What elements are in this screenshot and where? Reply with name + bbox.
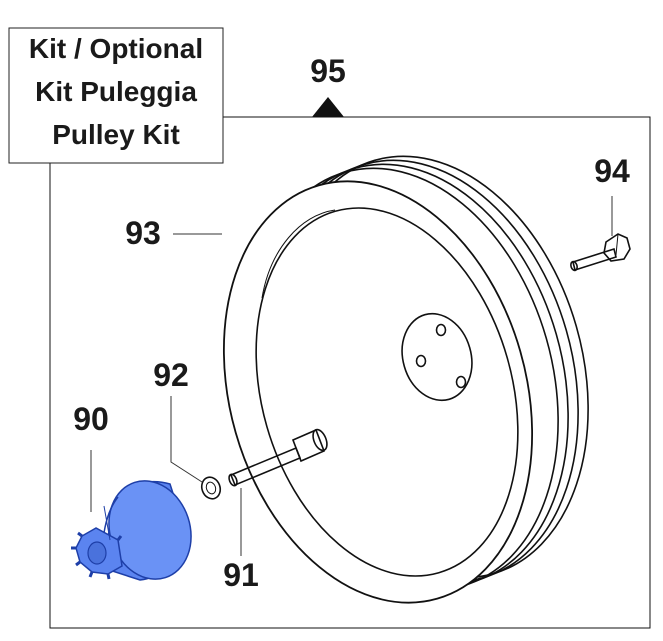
bolt-94 <box>570 233 631 272</box>
pulley-wheel <box>222 155 589 604</box>
callout-95: 95 <box>310 53 346 89</box>
washer-92 <box>200 476 222 500</box>
assembly-pointer-triangle <box>312 97 344 117</box>
hub-adapter-90 <box>71 480 192 581</box>
assembly-frame <box>49 116 651 629</box>
kit-label-line-3: Pulley Kit <box>52 119 180 150</box>
callout-91: 91 <box>223 557 259 593</box>
kit-label-line-1: Kit / Optional <box>29 33 203 64</box>
leader-92 <box>170 396 203 483</box>
kit-label-line-2: Kit Puleggia <box>35 76 197 107</box>
callout-93: 93 <box>125 215 161 251</box>
callout-92: 92 <box>153 357 189 393</box>
callout-90: 90 <box>73 401 109 437</box>
screw-91 <box>228 428 328 487</box>
kit-label-box <box>8 27 224 164</box>
callout-94: 94 <box>594 153 630 189</box>
